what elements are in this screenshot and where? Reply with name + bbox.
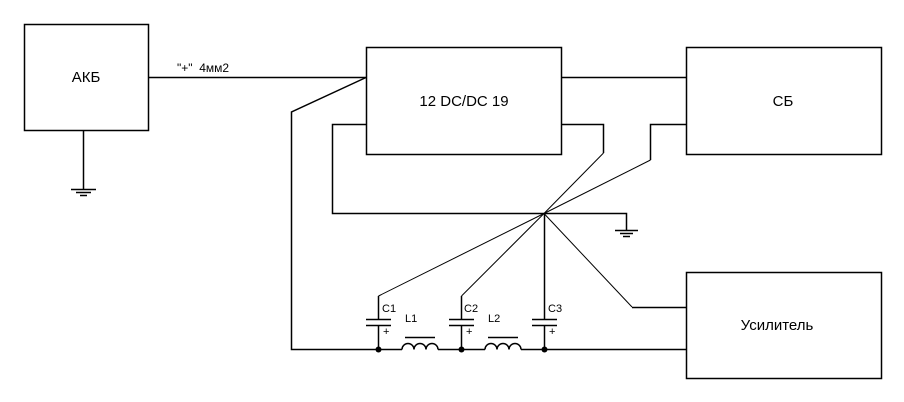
battery-ground-icon (71, 130, 96, 197)
capacitor-c1: C1 + (366, 296, 396, 350)
converter-output-wire (561, 123, 605, 153)
capacitor-c2: C2 + (449, 296, 478, 350)
battery-label: АКБ (72, 69, 101, 86)
c2-diagonal (461, 213, 545, 297)
junction-dot (458, 346, 465, 353)
sb-diagonal (543, 159, 651, 214)
wire-label: "+" 4мм2 (177, 61, 229, 75)
plus-feed-wire (290, 76, 378, 351)
sb-label: СБ (773, 93, 794, 110)
inductor-l2: L2 (484, 313, 522, 350)
c1-label: C1 (382, 303, 396, 315)
l2-label: L2 (488, 313, 500, 325)
c2-label: C2 (464, 303, 478, 315)
sb-lower-wire (649, 123, 686, 160)
l1-label: L1 (405, 313, 417, 325)
battery-block: АКБ (23, 23, 150, 132)
converter-negative-wire (331, 123, 544, 215)
capacitor-c3: C3 + (532, 213, 562, 350)
amplifier-label: Усилитель (741, 317, 814, 334)
c1-diagonal (378, 213, 545, 297)
star-ground-wire (544, 212, 628, 230)
converter-label: 12 DC/DC 19 (419, 93, 508, 110)
junction-dot (375, 346, 382, 353)
junction-dot (541, 346, 548, 353)
c3-polarity: + (549, 326, 555, 338)
c3-label: C3 (548, 303, 562, 315)
sb-block: СБ (685, 46, 883, 156)
converter-output-diagonal (543, 152, 604, 214)
star-ground-icon (615, 229, 638, 238)
amplifier-block: Усилитель (685, 271, 883, 380)
c1-polarity: + (383, 326, 389, 338)
inductor-l1: L1 (401, 313, 439, 350)
amp-diagonal (543, 213, 633, 308)
converter-block: 12 DC/DC 19 (365, 46, 563, 156)
c2-polarity: + (466, 326, 472, 338)
